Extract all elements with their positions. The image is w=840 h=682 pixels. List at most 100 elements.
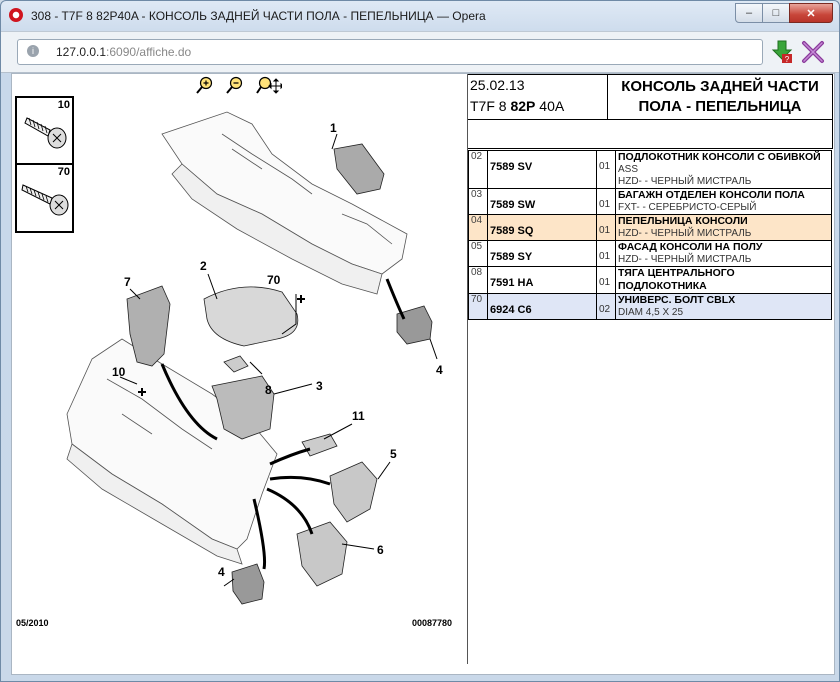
callout-1: 1 <box>330 121 337 135</box>
part-reference[interactable]: 7589 SV <box>487 150 597 189</box>
part-name: ТЯГА ЦЕНТРАЛЬНОГО <box>618 267 735 279</box>
callout-4b: 4 <box>218 565 225 579</box>
part-name: УНИВЕРС. БОЛТ CBLX <box>618 294 736 306</box>
zoom-in-icon[interactable] <box>196 76 214 94</box>
part-name: ФАСАД КОНСОЛИ НА ПОЛУ <box>618 241 763 253</box>
part-detail: HZD- - ЧЕРНЫЙ МИСТРАЛЬ <box>618 254 752 265</box>
callout-5: 5 <box>390 447 397 461</box>
inset-bolt-70: 70 <box>17 165 72 230</box>
part-quantity: 02 <box>596 293 616 320</box>
part-6-fascia <box>296 521 348 587</box>
part-3-bin <box>211 375 275 440</box>
part-name: ПЕПЕЛЬНИЦА КОНСОЛИ <box>618 215 748 227</box>
part-8-clip <box>223 355 249 373</box>
callout-3: 3 <box>316 379 323 393</box>
callout-8: 8 <box>265 383 272 397</box>
inset-label: 10 <box>57 99 70 111</box>
parts-diagram: 10 70 <box>12 74 468 664</box>
code-part-a: T7F 8 <box>470 98 511 114</box>
zoom-toolbar <box>196 76 282 94</box>
fastener-inset: 10 70 <box>15 96 74 233</box>
opera-logo-icon <box>9 8 23 22</box>
part-reference[interactable]: 6924 C6 <box>487 293 597 320</box>
diagram-date: 05/2010 <box>16 618 49 628</box>
address-host: 127.0.0.1 <box>56 45 107 59</box>
title-line-2: ПОЛА - ПЕПЕЛЬНИЦА <box>638 98 802 115</box>
part-5-bezel <box>329 461 378 523</box>
part-group: 70 <box>468 293 488 320</box>
sheet-date: 25.02.13 <box>470 77 525 93</box>
part-group: 02 <box>468 150 488 189</box>
part-group: 08 <box>468 266 488 294</box>
part-group: 05 <box>468 240 488 267</box>
part-detail: DIAM 4,5 X 25 <box>618 307 684 318</box>
screw-icon <box>24 117 67 149</box>
sheet-title: КОНСОЛЬ ЗАДНЕЙ ЧАСТИ ПОЛА - ПЕПЕЛЬНИЦА <box>608 75 832 119</box>
code-part-c: 40A <box>535 98 565 114</box>
address-input[interactable]: i 127.0.0.1:6090/affiche.do <box>17 39 763 65</box>
callout-6: 6 <box>377 543 384 557</box>
inset-label: 70 <box>57 166 70 178</box>
part-7-bracket <box>126 285 171 367</box>
part-group: 03 <box>468 188 488 215</box>
header-meta: 25.02.13 T7F 8 82P 40A <box>468 75 608 119</box>
close-button[interactable]: ✕ <box>789 3 833 23</box>
site-info-icon[interactable]: i <box>27 45 39 57</box>
inset-screw-10: 10 <box>17 98 72 165</box>
title-line-1: КОНСОЛЬ ЗАДНЕЙ ЧАСТИ <box>621 78 819 95</box>
mark-icon[interactable] <box>801 40 825 64</box>
part-4-ashtray-b <box>231 563 265 605</box>
part-quantity: 01 <box>596 150 616 189</box>
window-controls: – □ ✕ <box>735 3 833 23</box>
header-spacer <box>468 118 833 149</box>
address-bar: i 127.0.0.1:6090/affiche.do ? <box>1 31 839 73</box>
sheet-header: 25.02.13 T7F 8 82P 40A КОНСОЛЬ ЗАДНЕЙ ЧА… <box>468 74 833 120</box>
window-title: 308 - T7F 8 82P40A - КОНСОЛЬ ЗАДНЕЙ ЧАСТ… <box>31 9 486 23</box>
part-2-armrest <box>203 286 299 347</box>
sheet-code: T7F 8 82P 40A <box>470 98 564 114</box>
download-icon[interactable]: ? <box>771 40 793 64</box>
callout-4a: 4 <box>436 363 443 377</box>
part-reference[interactable]: 7589 SY <box>487 240 597 267</box>
part-quantity: 01 <box>596 214 616 241</box>
maximize-button[interactable]: □ <box>762 3 790 23</box>
callout-7: 7 <box>124 275 131 289</box>
part-name: БАГАЖН ОТДЕЛЕН КОНСОЛИ ПОЛА <box>618 189 805 201</box>
callout-11: 11 <box>352 409 365 423</box>
zoom-out-icon[interactable] <box>226 76 244 94</box>
part-group: 04 <box>468 214 488 241</box>
part-color: HZD- - ЧЕРНЫЙ МИСТРАЛЬ <box>618 176 752 187</box>
part-detail: HZD- - ЧЕРНЫЙ МИСТРАЛЬ <box>618 228 752 239</box>
bolt-icon <box>21 184 69 216</box>
svg-text:?: ? <box>785 55 790 64</box>
console-exploded-drawing: 1 2 3 4 4 5 6 7 8 10 11 70 <box>66 111 443 605</box>
title-bar[interactable]: 308 - T7F 8 82P40A - КОНСОЛЬ ЗАДНЕЙ ЧАСТ… <box>1 1 839 31</box>
part-detail: FXT- - СЕРЕБРИСТО-СЕРЫЙ <box>618 202 757 213</box>
callout-70: 70 <box>267 273 281 287</box>
page-content: 10 70 <box>11 73 835 675</box>
part-reference[interactable]: 7591 HA <box>487 266 597 294</box>
callout-2: 2 <box>200 259 207 273</box>
part-quantity: 01 <box>596 188 616 215</box>
minimize-button[interactable]: – <box>735 3 763 23</box>
part-detail: ПОДЛОКОТНИКА <box>618 280 707 292</box>
part-quantity: 01 <box>596 266 616 294</box>
part-1-pad <box>333 143 385 195</box>
part-detail: ASS <box>618 164 639 175</box>
address-path: :6090/affiche.do <box>106 45 192 59</box>
part-reference[interactable]: 7589 SQ <box>487 214 597 241</box>
part-reference[interactable]: 7589 SW <box>487 188 597 215</box>
part-11-pad <box>301 433 338 457</box>
zoom-pan-icon[interactable] <box>256 76 282 94</box>
